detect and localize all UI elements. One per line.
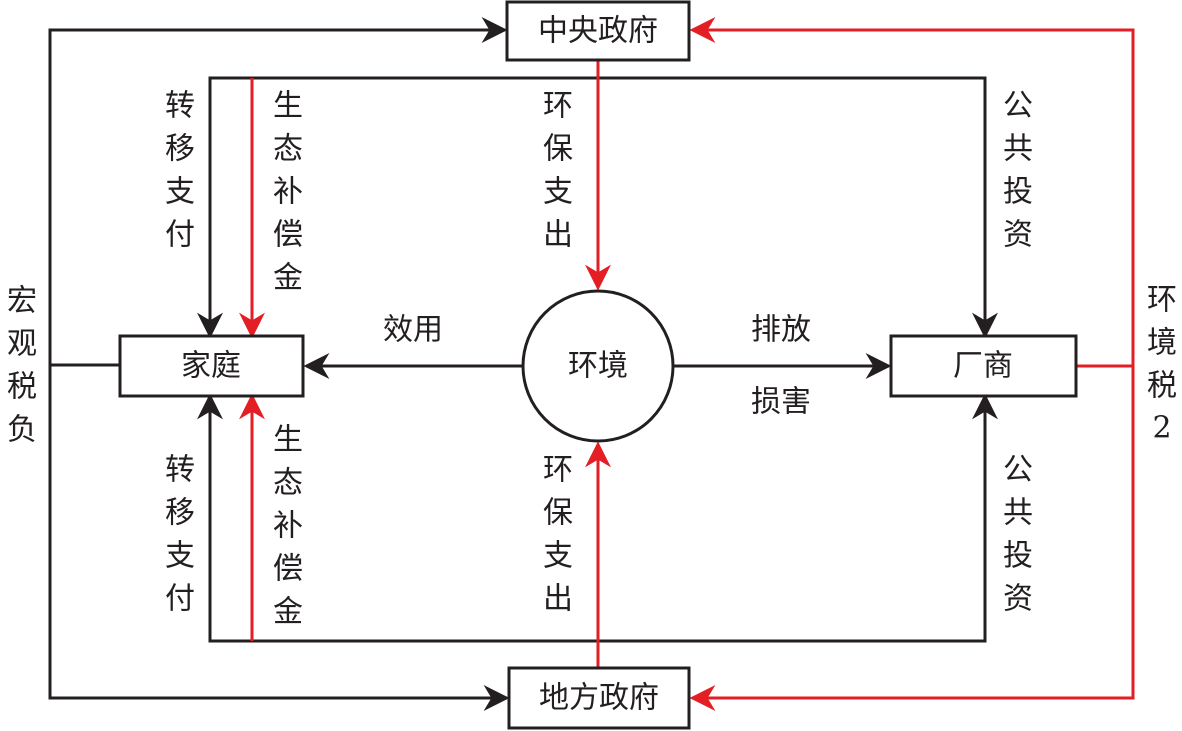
macro-tax-char: 负 [7, 413, 37, 448]
utility-label: 效用 [383, 313, 443, 348]
damage-label: 损害 [751, 385, 811, 420]
local-government-node: 地方政府 [507, 666, 691, 730]
local-government-label: 地方政府 [539, 681, 659, 716]
transfer-top-char: 转 [165, 89, 195, 124]
public-inv-bottom-char: 共 [1003, 496, 1033, 531]
transfer-bottom-arrow [197, 393, 598, 643]
household-label: 家庭 [181, 349, 241, 384]
env-tax-2-label: 环 境 税 2 [1142, 280, 1180, 448]
env-spend-bottom-char: 环 [543, 453, 573, 488]
public-inv-top-char: 投 [1003, 175, 1033, 210]
eco-comp-top-char: 态 [273, 132, 303, 167]
public-inv-top-char: 资 [1003, 218, 1033, 253]
transfer-bottom-char: 移 [165, 496, 195, 531]
household-node: 家庭 [118, 334, 305, 398]
transfer-top-char: 支 [165, 175, 195, 210]
transfer-bottom-char: 付 [165, 582, 195, 617]
eco-comp-top-label: 生 态 补 偿 金 [273, 89, 303, 296]
transfer-top-label: 转 移 支 付 [165, 89, 195, 253]
env-tax-2-char: 税 [1147, 369, 1177, 404]
env-spend-bottom-char: 保 [543, 496, 573, 531]
env-spend-bottom-char: 出 [543, 582, 573, 617]
transfer-top-char: 付 [165, 218, 195, 253]
public-inv-bottom-char: 资 [1003, 582, 1033, 617]
env-tax-2-char: 环 [1147, 283, 1177, 318]
eco-comp-top-char: 偿 [273, 218, 303, 253]
eco-comp-top-char: 生 [273, 89, 303, 124]
macro-tax-to-local-arrow [48, 365, 510, 711]
public-investment-top-arrow [598, 76, 998, 339]
central-government-node: 中央政府 [505, 0, 691, 62]
transfer-top-char: 移 [165, 132, 195, 167]
transfer-top-arrow [197, 76, 598, 339]
env-spend-top-char: 出 [543, 218, 573, 253]
central-government-label: 中央政府 [538, 14, 658, 49]
env-tax-to-central-arrow [689, 17, 1135, 368]
env-tax-2-char: 2 [1152, 411, 1171, 446]
macro-tax-char: 宏 [7, 284, 37, 319]
eco-comp-bottom-char: 补 [273, 509, 303, 544]
macro-tax-to-central-arrow [48, 17, 508, 365]
public-inv-top-label: 公 共 投 资 [1003, 89, 1033, 253]
eco-comp-top-char: 补 [273, 175, 303, 210]
environment-node: 环境 [521, 289, 675, 443]
eco-comp-top-char: 金 [273, 261, 303, 296]
firm-node: 厂商 [889, 334, 1078, 398]
public-inv-bottom-char: 投 [1003, 539, 1033, 574]
environment-label: 环境 [568, 349, 628, 384]
public-inv-top-char: 公 [1003, 89, 1033, 124]
public-inv-top-char: 共 [1003, 132, 1033, 167]
eco-comp-bottom-char: 态 [273, 466, 303, 501]
macro-tax-label: 宏 观 税 负 [4, 282, 44, 448]
eco-comp-bottom-char: 偿 [273, 552, 303, 587]
env-tax-2-label-bg [1142, 280, 1180, 448]
eco-comp-bottom-char: 生 [273, 423, 303, 458]
env-spend-bottom-char: 支 [543, 539, 573, 574]
macro-tax-char: 税 [7, 370, 37, 405]
env-spend-top-char: 保 [543, 132, 573, 167]
transfer-bottom-char: 转 [165, 453, 195, 488]
emission-label: 排放 [751, 313, 811, 348]
macro-tax-char: 观 [7, 327, 37, 362]
public-inv-bottom-label: 公 共 投 资 [1003, 453, 1033, 617]
macro-tax-label-bg [4, 282, 44, 448]
env-tax-to-local-arrow [689, 366, 1135, 711]
env-spend-top-char: 环 [543, 89, 573, 124]
eco-comp-bottom-char: 金 [273, 595, 303, 630]
env-spend-bottom-label: 环 保 支 出 [543, 453, 573, 617]
transfer-bottom-label: 转 移 支 付 [165, 453, 195, 617]
eco-comp-bottom-label: 生 态 补 偿 金 [273, 423, 303, 630]
public-inv-bottom-char: 公 [1003, 453, 1033, 488]
firm-label: 厂商 [953, 349, 1013, 384]
env-tax-2-char: 境 [1147, 326, 1177, 361]
public-investment-bottom-arrow [598, 393, 998, 643]
transfer-bottom-char: 支 [165, 539, 195, 574]
env-spend-top-char: 支 [543, 175, 573, 210]
env-spend-top-label: 环 保 支 出 [543, 89, 573, 253]
